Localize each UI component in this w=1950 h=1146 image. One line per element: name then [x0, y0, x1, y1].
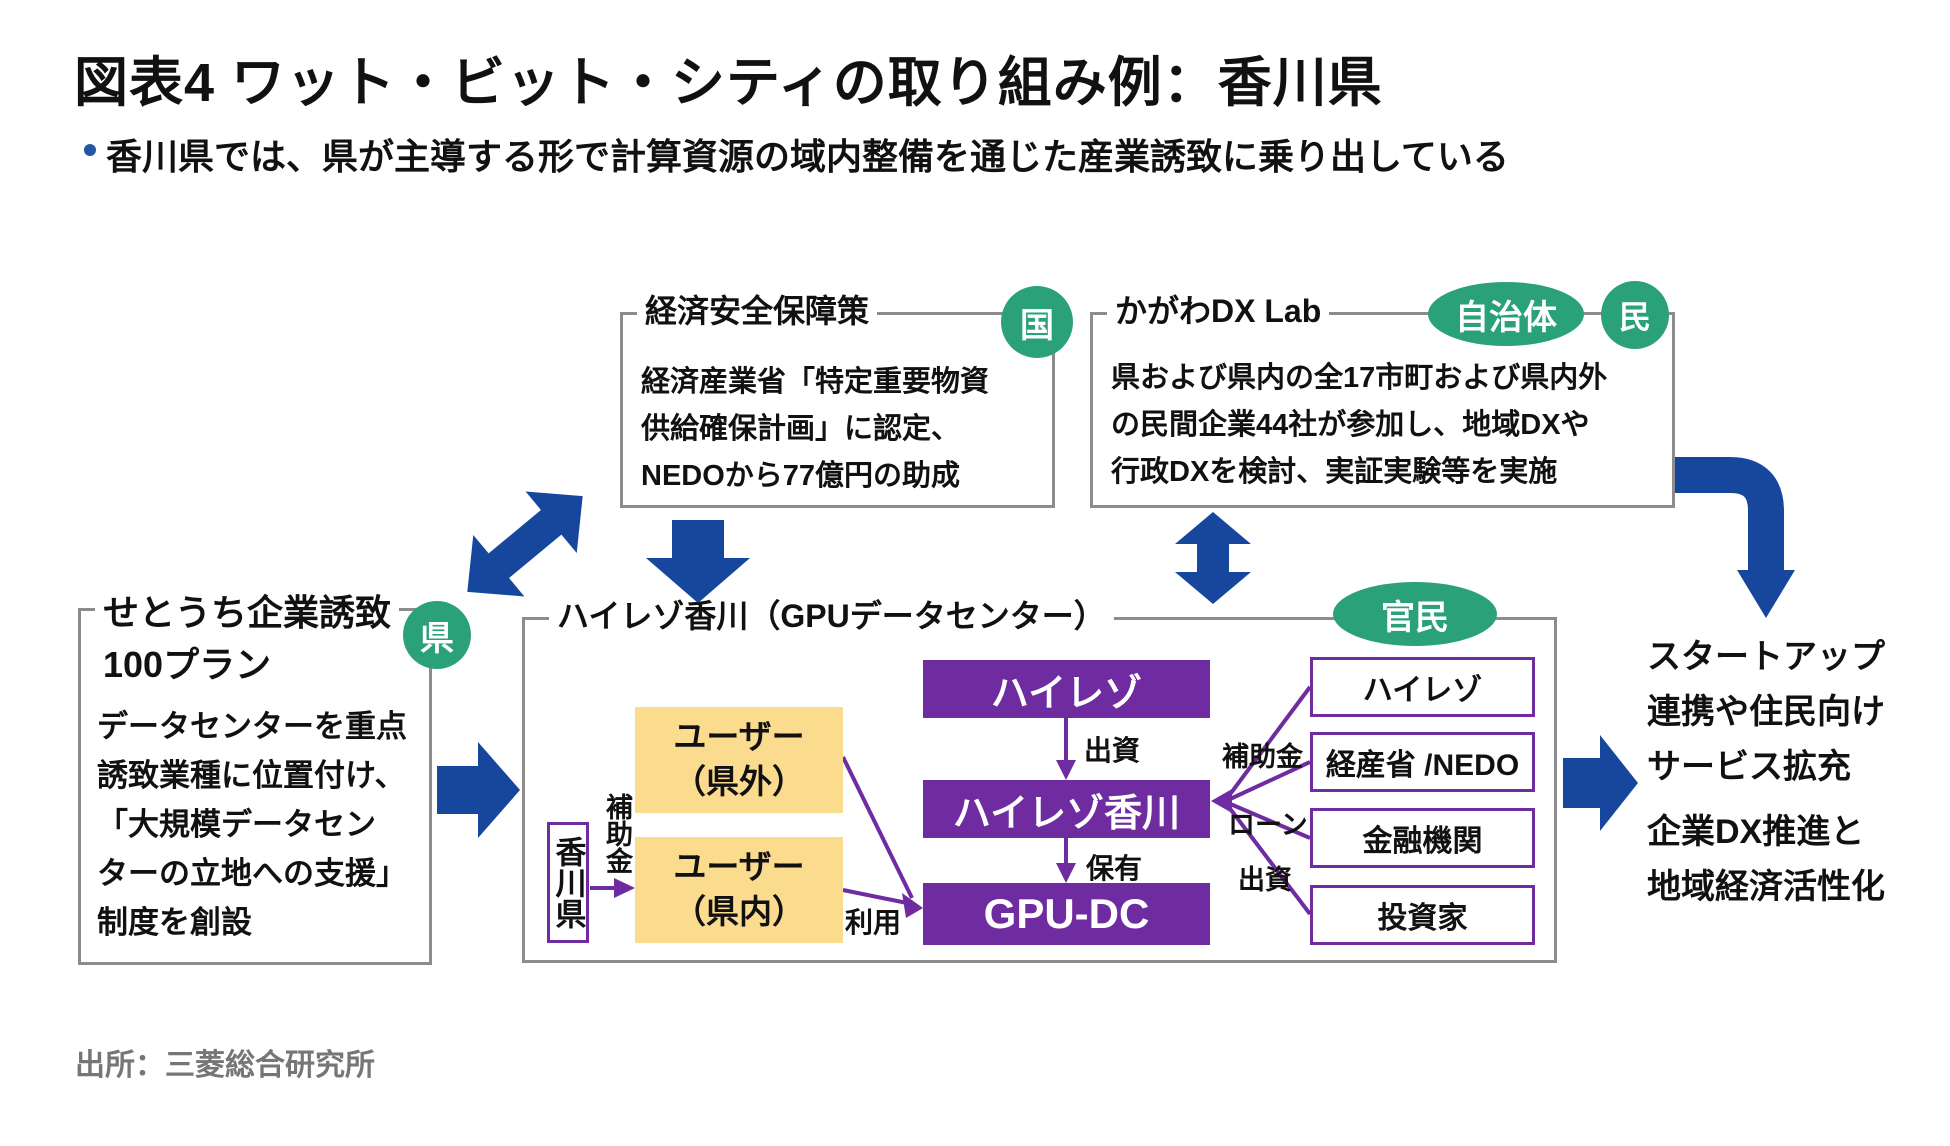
- elbow-arrow-head-icon: [1737, 570, 1795, 618]
- security-box-body: 経済産業省「特定重要物資 供給確保計画」に認定、 NEDOから77億円の助成: [641, 366, 990, 492]
- invest-label: 出資: [1084, 735, 1141, 766]
- user-inside-box: ユーザー （県内）: [635, 837, 843, 943]
- subsidy-label-left: 補助金: [602, 793, 632, 874]
- funder-hireso-box: ハイレゾ: [1310, 657, 1535, 717]
- right-arrow-left-icon: [437, 742, 520, 838]
- setouchi-box-title: せとうち企業誘致 100プラン: [95, 587, 400, 692]
- hireso-kagawa-box: ハイレゾ香川: [923, 780, 1210, 838]
- funder-investor-box: 投資家: [1310, 885, 1535, 945]
- security-box: 経済安全保障策 経済産業省「特定重要物資 供給確保計画」に認定、 NEDOから7…: [620, 293, 1055, 508]
- own-label: 保有: [1086, 853, 1143, 884]
- funder-meti-nedo-box: 経産省 /NEDO: [1310, 732, 1535, 792]
- badge-national: 国: [1001, 286, 1073, 358]
- funder-financial-box: 金融機関: [1310, 808, 1535, 868]
- hireso-box: ハイレゾ: [923, 660, 1210, 718]
- outcome-paragraph-1: スタートアップ 連携や住民向け サービス拡充: [1647, 638, 1885, 787]
- vertical-double-arrow-icon: [1175, 512, 1251, 604]
- outcome-paragraph-2: 企業DX推進と 地域経済活性化: [1647, 813, 1885, 907]
- use-label: 利用: [845, 907, 902, 938]
- subtitle-text: 香川県では、県が主導する形で計算資源の域内整備を通じた産業誘致に乗り出している: [106, 136, 1509, 177]
- elbow-arrow-icon: [1675, 457, 1784, 572]
- badge-public-private: 官民: [1333, 582, 1497, 646]
- right-arrow-right-icon: [1563, 735, 1638, 831]
- down-arrow-icon: [646, 520, 750, 603]
- badge-prefecture: 県: [403, 601, 471, 669]
- source-note: 出所：三菱総合研究所: [75, 1049, 375, 1082]
- badge-private: 民: [1601, 281, 1669, 349]
- gpudc-box: GPU-DC: [923, 883, 1210, 945]
- funder-subsidy-label: 補助金: [1222, 742, 1303, 772]
- user-outside-box: ユーザー （県外）: [635, 707, 843, 813]
- funder-loan-label: ローン: [1228, 810, 1308, 840]
- dxlab-box-title: かがわDX Lab: [1107, 293, 1330, 330]
- funder-invest-label: 出資: [1238, 865, 1292, 895]
- badge-municipality: 自治体: [1428, 282, 1584, 346]
- bullet-icon: [84, 144, 96, 156]
- subtitle-row: 香川県では、県が主導する形で計算資源の域内整備を通じた産業誘致に乗り出している: [84, 128, 1509, 180]
- kagawa-pref-box: 香川県: [547, 822, 589, 943]
- setouchi-box: せとうち企業誘致 100プラン データセンターを重点 誘致業種に位置付け、 「大…: [78, 587, 432, 965]
- page-title: 図表4 ワット・ビット・シティの取り組み例：香川県: [74, 53, 1383, 113]
- dxlab-box: かがわDX Lab 県および県内の全17市町および県内外 の民間企業44社が参加…: [1090, 293, 1675, 508]
- dxlab-box-body: 県および県内の全17市町および県内外 の民間企業44社が参加し、地域DXや 行政…: [1111, 362, 1608, 488]
- setouchi-box-body: データセンターを重点 誘致業種に位置付け、 「大規模データセン ターの立地への支…: [97, 709, 407, 940]
- gpu-center-box-title: ハイレゾ香川（GPUデータセンター）: [549, 598, 1114, 635]
- kagawa-pref-label: 香川県: [550, 836, 586, 929]
- security-box-title: 経済安全保障策: [637, 293, 878, 330]
